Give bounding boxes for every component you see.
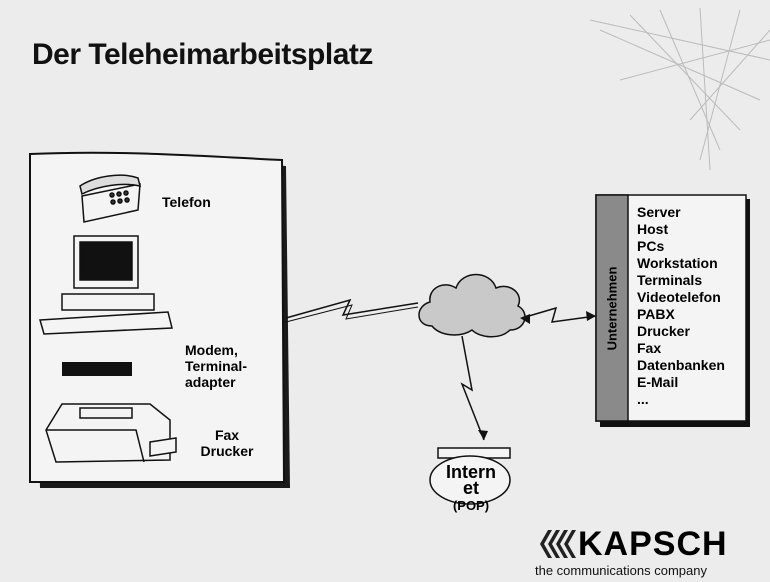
fax-printer-icon <box>45 403 177 463</box>
link-home-cloud <box>285 298 419 319</box>
company-resource-item: Videotelefon <box>637 289 721 305</box>
company-resource-item: Fax <box>637 340 662 356</box>
internet-pop-oval <box>429 455 511 505</box>
modem-icon <box>62 362 132 376</box>
link-cloud-internet <box>460 335 485 441</box>
company-resource-item: Workstation <box>637 255 718 271</box>
company-resource-item: Host <box>637 221 669 237</box>
company-resource-item: PCs <box>637 238 665 254</box>
computer-icon <box>39 235 173 335</box>
telefon-label: Telefon <box>162 194 211 210</box>
company-resource-item: PABX <box>637 306 675 322</box>
kapsch-logo-mark <box>540 530 576 558</box>
company-sidebar <box>595 194 629 422</box>
kapsch-tagline: the communications company <box>535 563 707 578</box>
company-resource-item: E-Mail <box>637 374 679 390</box>
kapsch-logo: KAPSCH <box>578 525 728 563</box>
company-resource-item: Terminals <box>637 272 703 288</box>
decorative-sketch <box>589 7 770 171</box>
cloud-icon <box>418 273 526 338</box>
page-title: Der Teleheimarbeitsplatz <box>32 38 373 71</box>
company-resource-item: Server <box>637 204 681 220</box>
link-cloud-company <box>521 306 597 323</box>
company-vertical-label: Unternehmen <box>604 266 620 350</box>
internet-pop-label: Intern et (POP) <box>445 462 496 513</box>
company-resource-item: Datenbanken <box>637 357 725 373</box>
company-resource-item: ... <box>637 391 649 407</box>
fax-label: Fax Drucker <box>200 427 254 459</box>
company-resource-item: Drucker <box>637 323 690 339</box>
modem-label: Modem, Terminal- adapter <box>185 342 247 390</box>
telephone-icon <box>79 174 142 223</box>
